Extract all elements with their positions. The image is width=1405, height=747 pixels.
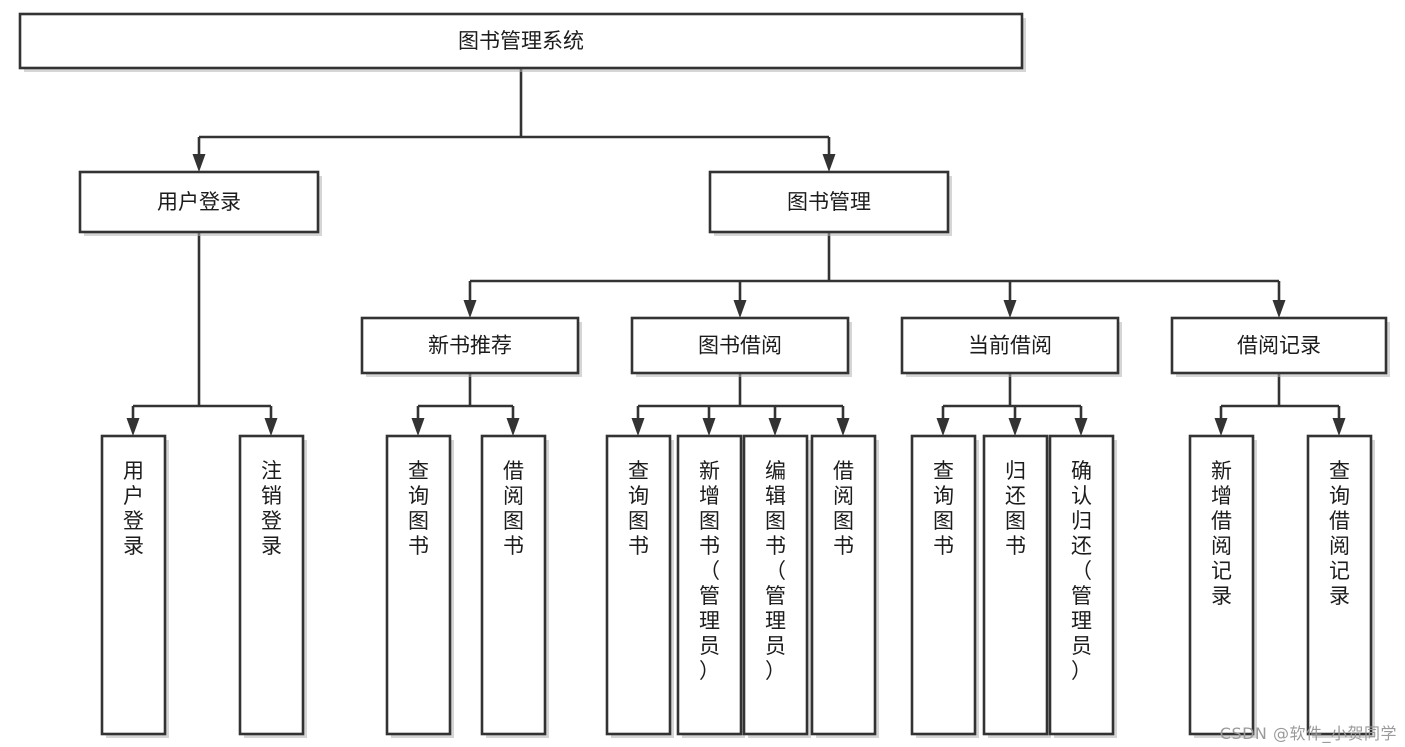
arrow-head-icon [702, 418, 716, 436]
node-leaf-查询图书-8[interactable]: 查询图书 [910, 434, 979, 738]
node-label: 新增借阅记录 [1211, 459, 1232, 608]
node-label: 图书借阅 [698, 334, 782, 358]
arrow-head-icon [822, 154, 836, 172]
node-box[interactable] [480, 434, 547, 736]
node-level3-借阅记录-3[interactable]: 借阅记录 [1170, 316, 1390, 377]
arrow-head-icon [936, 418, 950, 436]
node-box[interactable] [605, 434, 672, 736]
node-root-图书管理系统-0[interactable]: 图书管理系统 [18, 12, 1026, 72]
node-label: 新增图书（管理员） [699, 459, 720, 683]
node-box[interactable] [910, 434, 977, 736]
node-leaf-新增图书管理员-5[interactable]: 新增图书（管理员） [676, 434, 745, 738]
node-box[interactable] [238, 434, 305, 736]
arrow-head-icon [1003, 300, 1017, 318]
node-label: 编辑图书（管理员） [765, 459, 786, 683]
node-leaf-用户登录-0[interactable]: 用户登录 [100, 434, 169, 738]
node-box[interactable] [78, 170, 320, 234]
node-label: 查询借阅记录 [1329, 459, 1350, 608]
node-leaf-借阅图书-3[interactable]: 借阅图书 [480, 434, 549, 738]
node-label: 借阅图书 [833, 459, 854, 558]
arrow-head-icon [1008, 418, 1022, 436]
node-box[interactable] [18, 12, 1024, 70]
node-label: 新书推荐 [428, 334, 512, 358]
node-leaf-确认归还管理员-10[interactable]: 确认归还（管理员） [1048, 434, 1117, 738]
node-box[interactable] [982, 434, 1049, 736]
node-box[interactable] [900, 316, 1120, 375]
node-label: 借阅记录 [1237, 334, 1321, 358]
arrow-head-icon [631, 418, 645, 436]
node-label: 用户登录 [123, 459, 144, 558]
node-leaf-归还图书-9[interactable]: 归还图书 [982, 434, 1051, 738]
node-box[interactable] [1306, 434, 1373, 736]
node-leaf-新增借阅记录-11[interactable]: 新增借阅记录 [1188, 434, 1257, 738]
node-level3-新书推荐-0[interactable]: 新书推荐 [360, 316, 582, 377]
node-label: 注销登录 [261, 459, 282, 558]
node-box[interactable] [100, 434, 167, 736]
arrow-head-icon [192, 154, 206, 172]
connector-group-6 [1214, 373, 1346, 436]
connector-group-4 [631, 373, 850, 436]
connector-group-3 [411, 373, 520, 436]
node-label: 归还图书 [1005, 459, 1026, 558]
node-label: 当前借阅 [968, 334, 1052, 358]
node-level2-图书管理-1[interactable]: 图书管理 [708, 170, 952, 236]
node-leaf-查询图书-2[interactable]: 查询图书 [385, 434, 454, 738]
node-leaf-注销登录-1[interactable]: 注销登录 [238, 434, 307, 738]
node-label: 查询图书 [408, 459, 429, 558]
node-label: 用户登录 [157, 190, 241, 214]
node-leaf-查询图书-4[interactable]: 查询图书 [605, 434, 674, 738]
node-level2-用户登录-0[interactable]: 用户登录 [78, 170, 322, 236]
arrow-head-icon [1214, 418, 1228, 436]
node-level3-当前借阅-2[interactable]: 当前借阅 [900, 316, 1122, 377]
arrow-head-icon [733, 300, 747, 318]
node-layer: 图书管理系统用户登录图书管理新书推荐图书借阅当前借阅借阅记录用户登录注销登录查询… [18, 12, 1390, 738]
node-label: 查询图书 [933, 459, 954, 558]
connector-group-5 [936, 373, 1088, 436]
node-box[interactable] [1188, 434, 1255, 736]
node-box[interactable] [630, 316, 850, 375]
node-leaf-编辑图书管理员-6[interactable]: 编辑图书（管理员） [742, 434, 811, 738]
node-label: 查询图书 [628, 459, 649, 558]
arrow-head-icon [463, 300, 477, 318]
arrow-head-icon [264, 418, 278, 436]
node-level3-图书借阅-1[interactable]: 图书借阅 [630, 316, 852, 377]
arrow-head-icon [1272, 300, 1286, 318]
node-label: 图书管理 [787, 190, 871, 214]
node-box[interactable] [1170, 316, 1388, 375]
arrow-head-icon [506, 418, 520, 436]
arrow-head-icon [836, 418, 850, 436]
node-box[interactable] [810, 434, 877, 736]
arrow-head-icon [411, 418, 425, 436]
node-box[interactable] [385, 434, 452, 736]
arrow-head-icon [1074, 418, 1088, 436]
node-box[interactable] [1048, 434, 1115, 736]
connector-group-2 [126, 232, 278, 436]
node-box[interactable] [708, 170, 950, 234]
arrow-head-icon [126, 418, 140, 436]
node-box[interactable] [742, 434, 809, 736]
node-label: 借阅图书 [503, 459, 524, 558]
node-label: 图书管理系统 [458, 29, 584, 53]
node-label: 确认归还（管理员） [1071, 459, 1092, 683]
connector-group-1 [463, 232, 1286, 318]
node-leaf-查询借阅记录-12[interactable]: 查询借阅记录 [1306, 434, 1375, 738]
connector-group-0 [192, 68, 836, 172]
arrow-head-icon [1332, 418, 1346, 436]
node-box[interactable] [360, 316, 580, 375]
arrow-head-icon [768, 418, 782, 436]
connector-layer [126, 68, 1346, 436]
node-leaf-借阅图书-7[interactable]: 借阅图书 [810, 434, 879, 738]
node-box[interactable] [676, 434, 743, 736]
